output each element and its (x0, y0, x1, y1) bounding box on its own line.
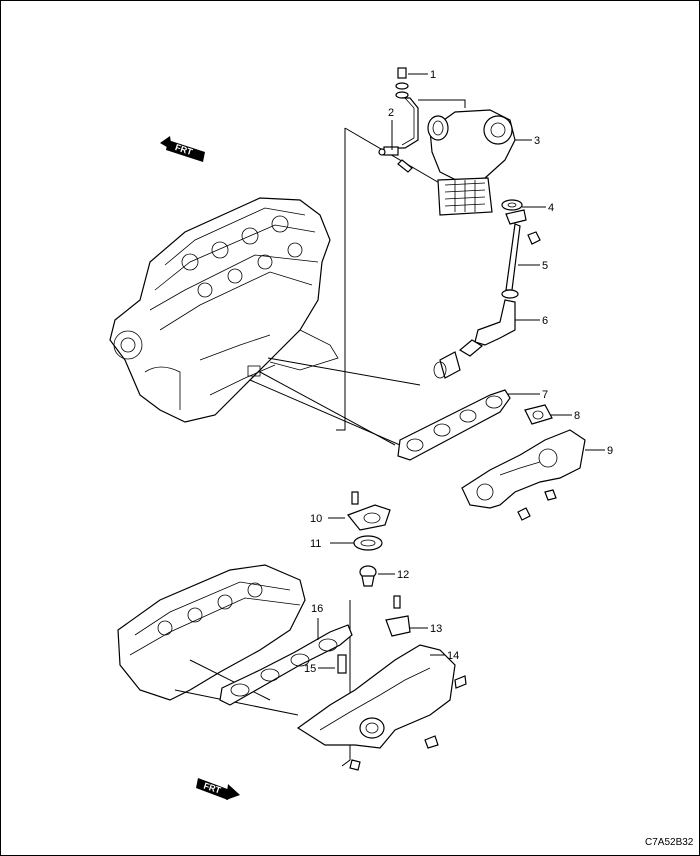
callout-3: 3 (534, 135, 540, 147)
callout-16: 16 (311, 603, 323, 615)
callout-1: 1 (430, 69, 436, 81)
exhaust-manifold-gasket (397, 389, 540, 461)
callout-6: 6 (542, 315, 548, 327)
callout-15: 15 (304, 663, 316, 675)
callout-9: 9 (607, 445, 613, 457)
thermostat-gasket (330, 535, 383, 551)
coolant-temp-sensor (318, 654, 347, 674)
callout-11: 11 (310, 538, 321, 550)
front-marker-lower: FRT (196, 778, 240, 800)
callout-5: 5 (542, 260, 548, 272)
thermostat-housing (328, 491, 391, 531)
oil-return-pipe (501, 223, 540, 299)
front-marker-upper: FRT (160, 136, 205, 162)
intake-manifold-gasket (219, 618, 353, 706)
turbocharger (418, 99, 532, 216)
callout-12: 12 (397, 569, 409, 581)
lower-engine-block (117, 564, 351, 767)
oil-return-gasket (501, 199, 546, 245)
oil-feed-pipe-assembly (378, 67, 428, 173)
callout-2: 2 (388, 107, 394, 119)
callout-10: 10 (310, 513, 322, 525)
exhaust-manifold (461, 429, 605, 521)
map-sensor (385, 595, 428, 637)
callout-4: 4 (548, 202, 554, 214)
oil-return-hose (433, 299, 540, 379)
callout-8: 8 (574, 410, 580, 422)
callout-labels: 1 2 3 4 5 6 7 8 9 10 11 12 13 14 15 16 (304, 69, 613, 675)
intake-manifold (296, 644, 467, 771)
callout-14: 14 (447, 650, 459, 662)
thermostat (359, 565, 395, 587)
figure-code: C7A52B32 (645, 837, 694, 848)
turbo-flange-gasket (524, 404, 572, 425)
upper-engine-block (109, 197, 339, 423)
callout-13: 13 (430, 623, 442, 635)
callout-7: 7 (542, 389, 548, 401)
